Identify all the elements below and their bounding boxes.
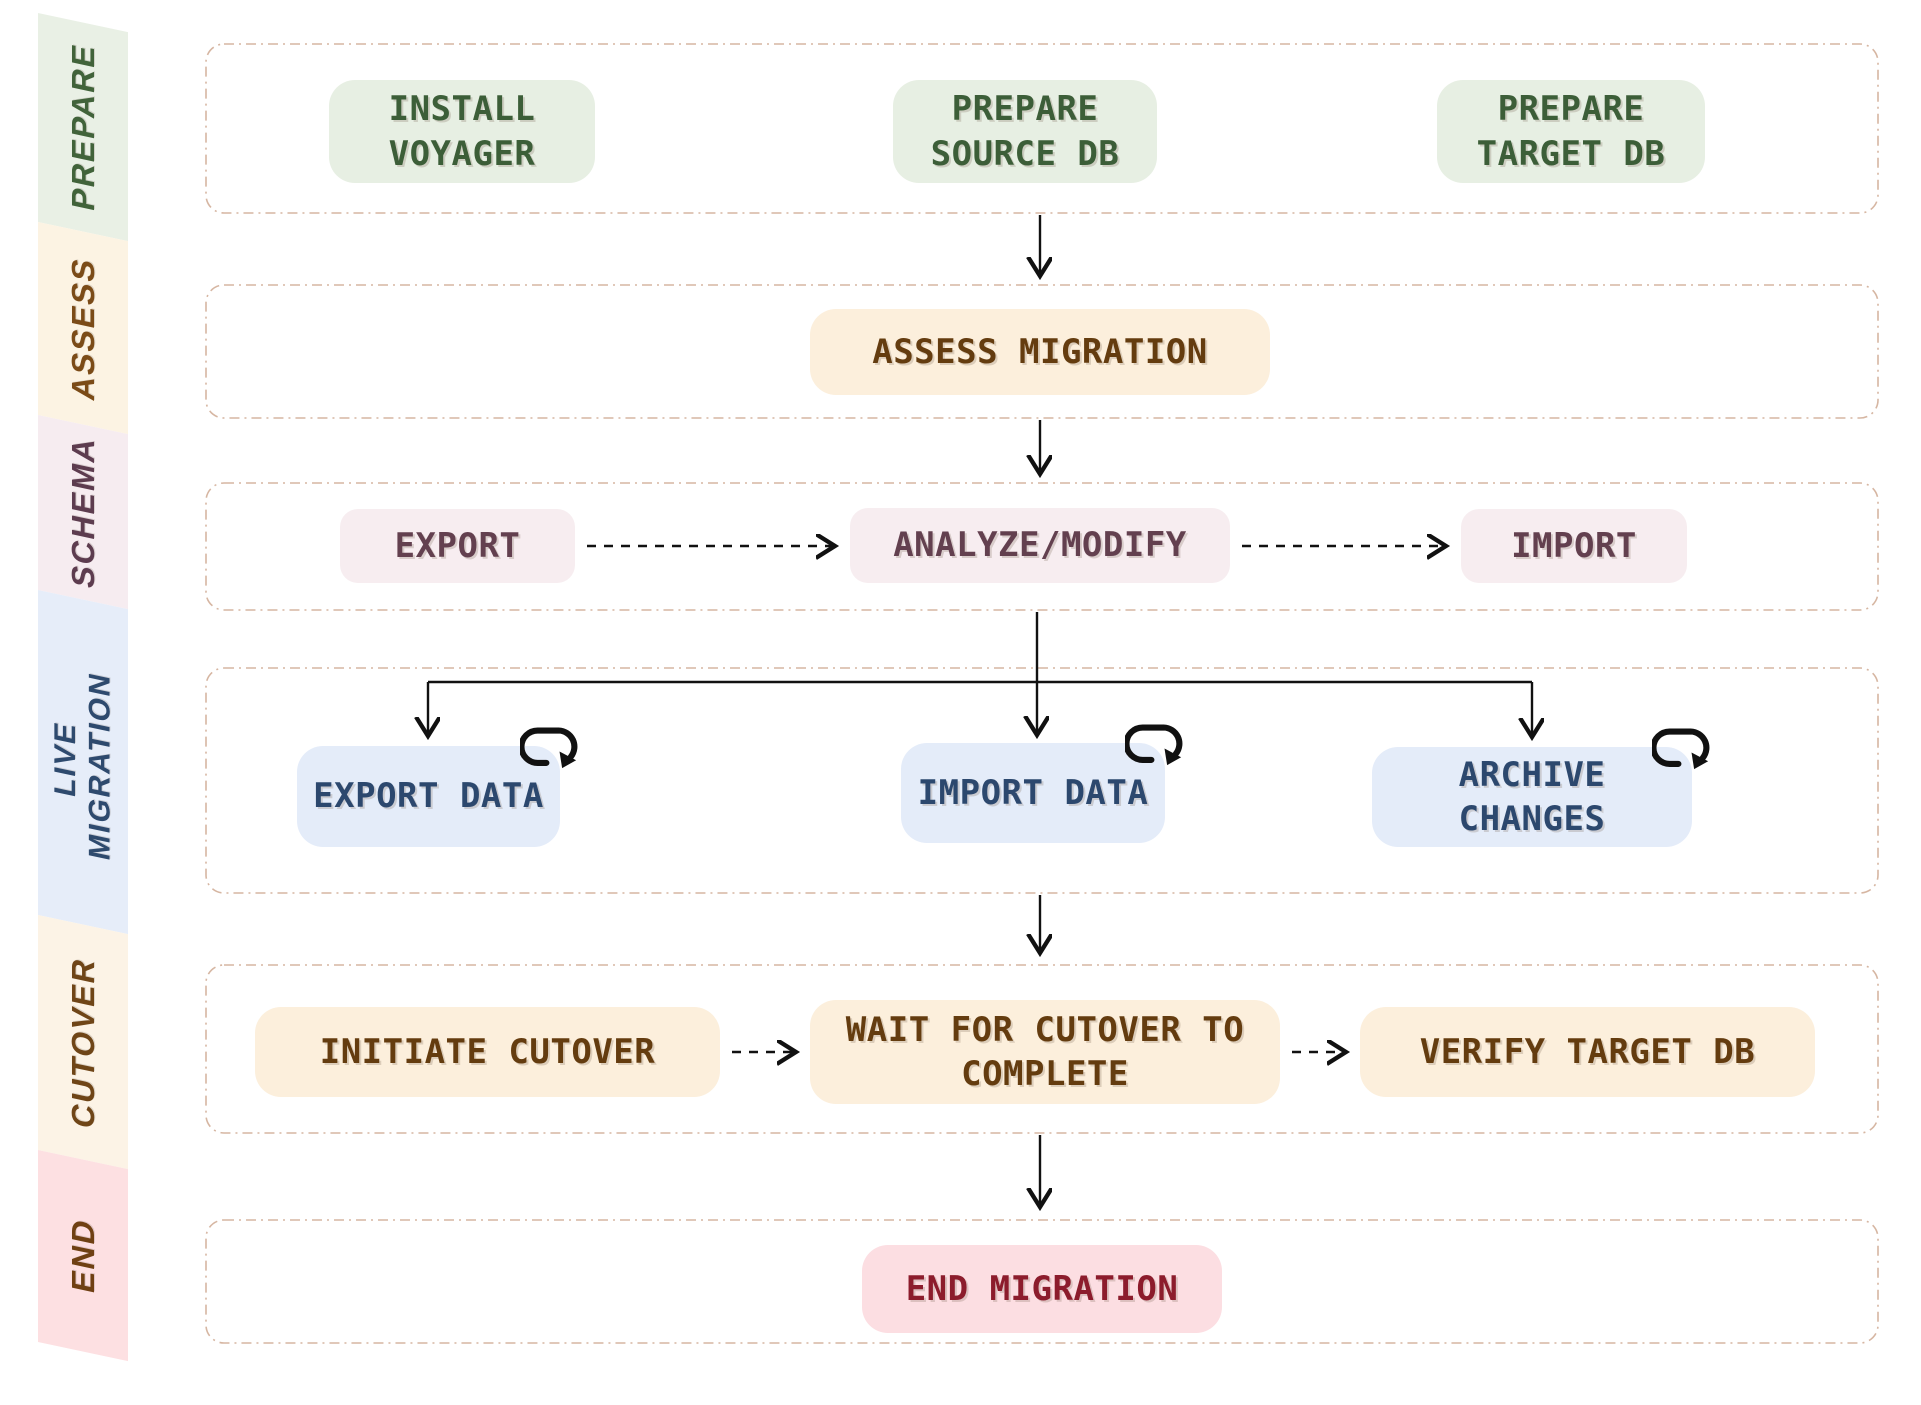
- node-prepare-target-db: PREPARE TARGET DB: [1437, 80, 1705, 183]
- node-export-data-label: EXPORT DATA: [313, 776, 544, 817]
- node-export-schema: EXPORT: [340, 509, 575, 583]
- phase-row-schema: [205, 482, 1879, 611]
- phase-row-live-migration: [205, 667, 1879, 894]
- node-install-voyager: INSTALL VOYAGER: [329, 80, 595, 183]
- node-analyze-modify: ANALYZE/MODIFY: [850, 508, 1230, 583]
- node-initiate-cutover: INITIATE CUTOVER: [255, 1007, 720, 1097]
- node-verify-target-db: VERIFY TARGET DB: [1360, 1007, 1815, 1097]
- loop-icon: [1652, 728, 1710, 770]
- node-export-data: EXPORT DATA: [297, 727, 578, 847]
- node-import-schema-label: IMPORT: [1511, 525, 1637, 566]
- node-import-data-label: IMPORT DATA: [917, 772, 1149, 813]
- phase-row-assess: [205, 284, 1879, 419]
- node-assess-migration-label: ASSESS MIGRATION: [872, 331, 1208, 372]
- node-end-migration-label: END MIGRATION: [905, 1268, 1179, 1309]
- node-prepare-source-db-label: PREPARE SOURCE DB: [930, 89, 1120, 174]
- node-wait-for-cutover: WAIT FOR CUTOVER TO COMPLETE: [810, 1000, 1280, 1104]
- node-import-data: IMPORT DATA: [901, 724, 1183, 843]
- node-initiate-cutover-label: INITIATE CUTOVER: [319, 1031, 656, 1072]
- node-end-migration: END MIGRATION: [862, 1245, 1222, 1333]
- node-import-schema: IMPORT: [1461, 509, 1687, 583]
- phase-row-cutover: [205, 964, 1879, 1134]
- node-wait-for-cutover-label: WAIT FOR CUTOVER TO COMPLETE: [845, 1009, 1245, 1094]
- node-assess-migration: ASSESS MIGRATION: [810, 309, 1270, 395]
- node-install-voyager-label: INSTALL VOYAGER: [388, 89, 536, 174]
- node-prepare-source-db: PREPARE SOURCE DB: [893, 80, 1157, 183]
- node-archive-changes-label: ARCHIVE CHANGES: [1458, 754, 1606, 839]
- node-archive-changes: ARCHIVE CHANGES: [1372, 728, 1710, 847]
- node-export-schema-label: EXPORT: [394, 525, 521, 566]
- node-prepare-target-db-label: PREPARE TARGET DB: [1476, 89, 1666, 174]
- phase-row-prepare: [205, 43, 1879, 214]
- phase-row-end: [205, 1219, 1879, 1344]
- node-verify-target-db-label: VERIFY TARGET DB: [1419, 1031, 1756, 1072]
- loop-icon: [520, 727, 578, 769]
- loop-icon: [1125, 724, 1183, 766]
- node-analyze-modify-label: ANALYZE/MODIFY: [893, 525, 1187, 566]
